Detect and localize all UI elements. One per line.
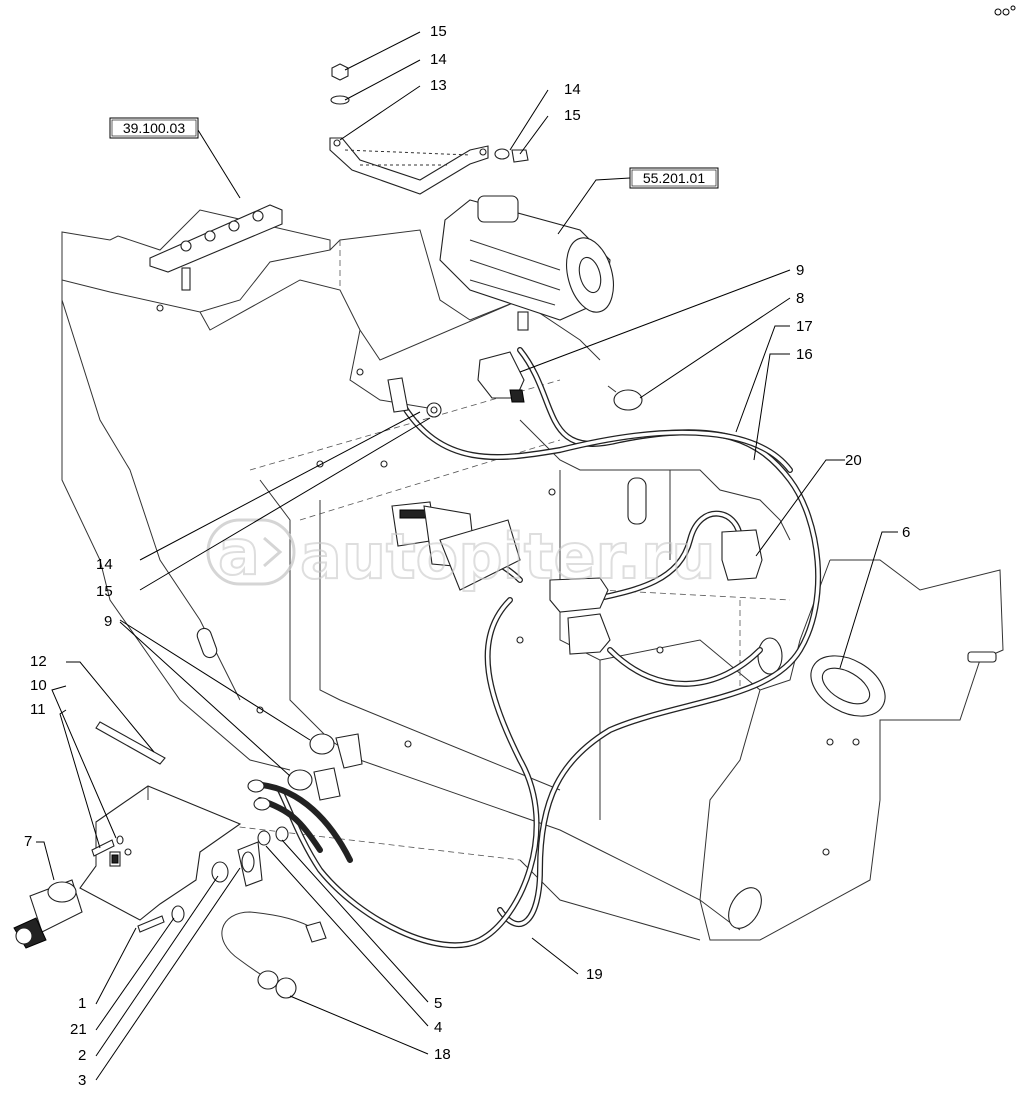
watermark: a autopiter.ru [206, 515, 717, 594]
watermark-a: a [218, 516, 260, 589]
callout-15: 15 [564, 107, 581, 124]
callout-8: 8 [796, 290, 804, 307]
watermark-text: autopiter.ru [300, 520, 716, 593]
callout-15: 15 [96, 583, 113, 600]
callout-14: 14 [564, 81, 581, 98]
leader-lines [36, 31, 898, 1081]
callout-4: 4 [434, 1019, 442, 1036]
callout-20: 20 [845, 452, 862, 469]
clamp-ring-icon [211, 841, 263, 887]
clamp-icon [387, 377, 442, 418]
callout-7: 7 [24, 833, 32, 850]
terminal-cover-icon [287, 733, 363, 801]
callout-3: 3 [78, 1072, 86, 1089]
reference-label: 39.100.03 [123, 120, 185, 136]
callout-12: 12 [30, 653, 47, 670]
starter-motor [439, 195, 614, 331]
callout-19: 19 [586, 966, 603, 983]
callout-21: 21 [70, 1021, 87, 1038]
callout-2: 2 [78, 1047, 86, 1064]
battery-switch-icon [13, 879, 83, 949]
corner-mark-icon [994, 5, 1016, 16]
callout-15: 15 [430, 23, 447, 40]
switch-bracket [79, 785, 242, 933]
switch-wire [221, 911, 327, 999]
battery [149, 204, 283, 291]
reference-label: 55.201.01 [643, 170, 705, 186]
callout-17: 17 [796, 318, 813, 335]
reference-box-55[interactable]: 55.201.01 [629, 167, 719, 189]
callout-10: 10 [30, 677, 47, 694]
bolt-icon [494, 148, 529, 163]
callout-14: 14 [96, 556, 113, 573]
grommet-icon [810, 655, 886, 717]
callout-18: 18 [434, 1046, 451, 1063]
reference-box-39[interactable]: 39.100.03 [109, 117, 199, 139]
callouts: 15 14 13 14 15 9 8 17 16 20 6 14 15 9 12… [24, 23, 910, 1089]
callout-9: 9 [104, 613, 112, 630]
nut-icon [330, 63, 350, 105]
callout-5: 5 [434, 995, 442, 1012]
ground-strap [329, 137, 489, 195]
callout-14: 14 [430, 51, 447, 68]
cable-clip-icon [607, 385, 643, 411]
ring-terminal-icon [247, 779, 271, 811]
callout-16: 16 [796, 346, 813, 363]
washer-icon [257, 826, 289, 846]
chassis-frame [61, 209, 1004, 941]
callout-9: 9 [796, 262, 804, 279]
screw-icon [91, 835, 124, 857]
terminal-cover-icon [477, 351, 525, 403]
relay-icon [423, 505, 521, 591]
callout-1: 1 [78, 995, 86, 1012]
callout-11: 11 [30, 701, 46, 718]
callout-6: 6 [902, 524, 910, 541]
callout-13: 13 [430, 77, 447, 94]
seal-strip-icon [95, 721, 166, 765]
